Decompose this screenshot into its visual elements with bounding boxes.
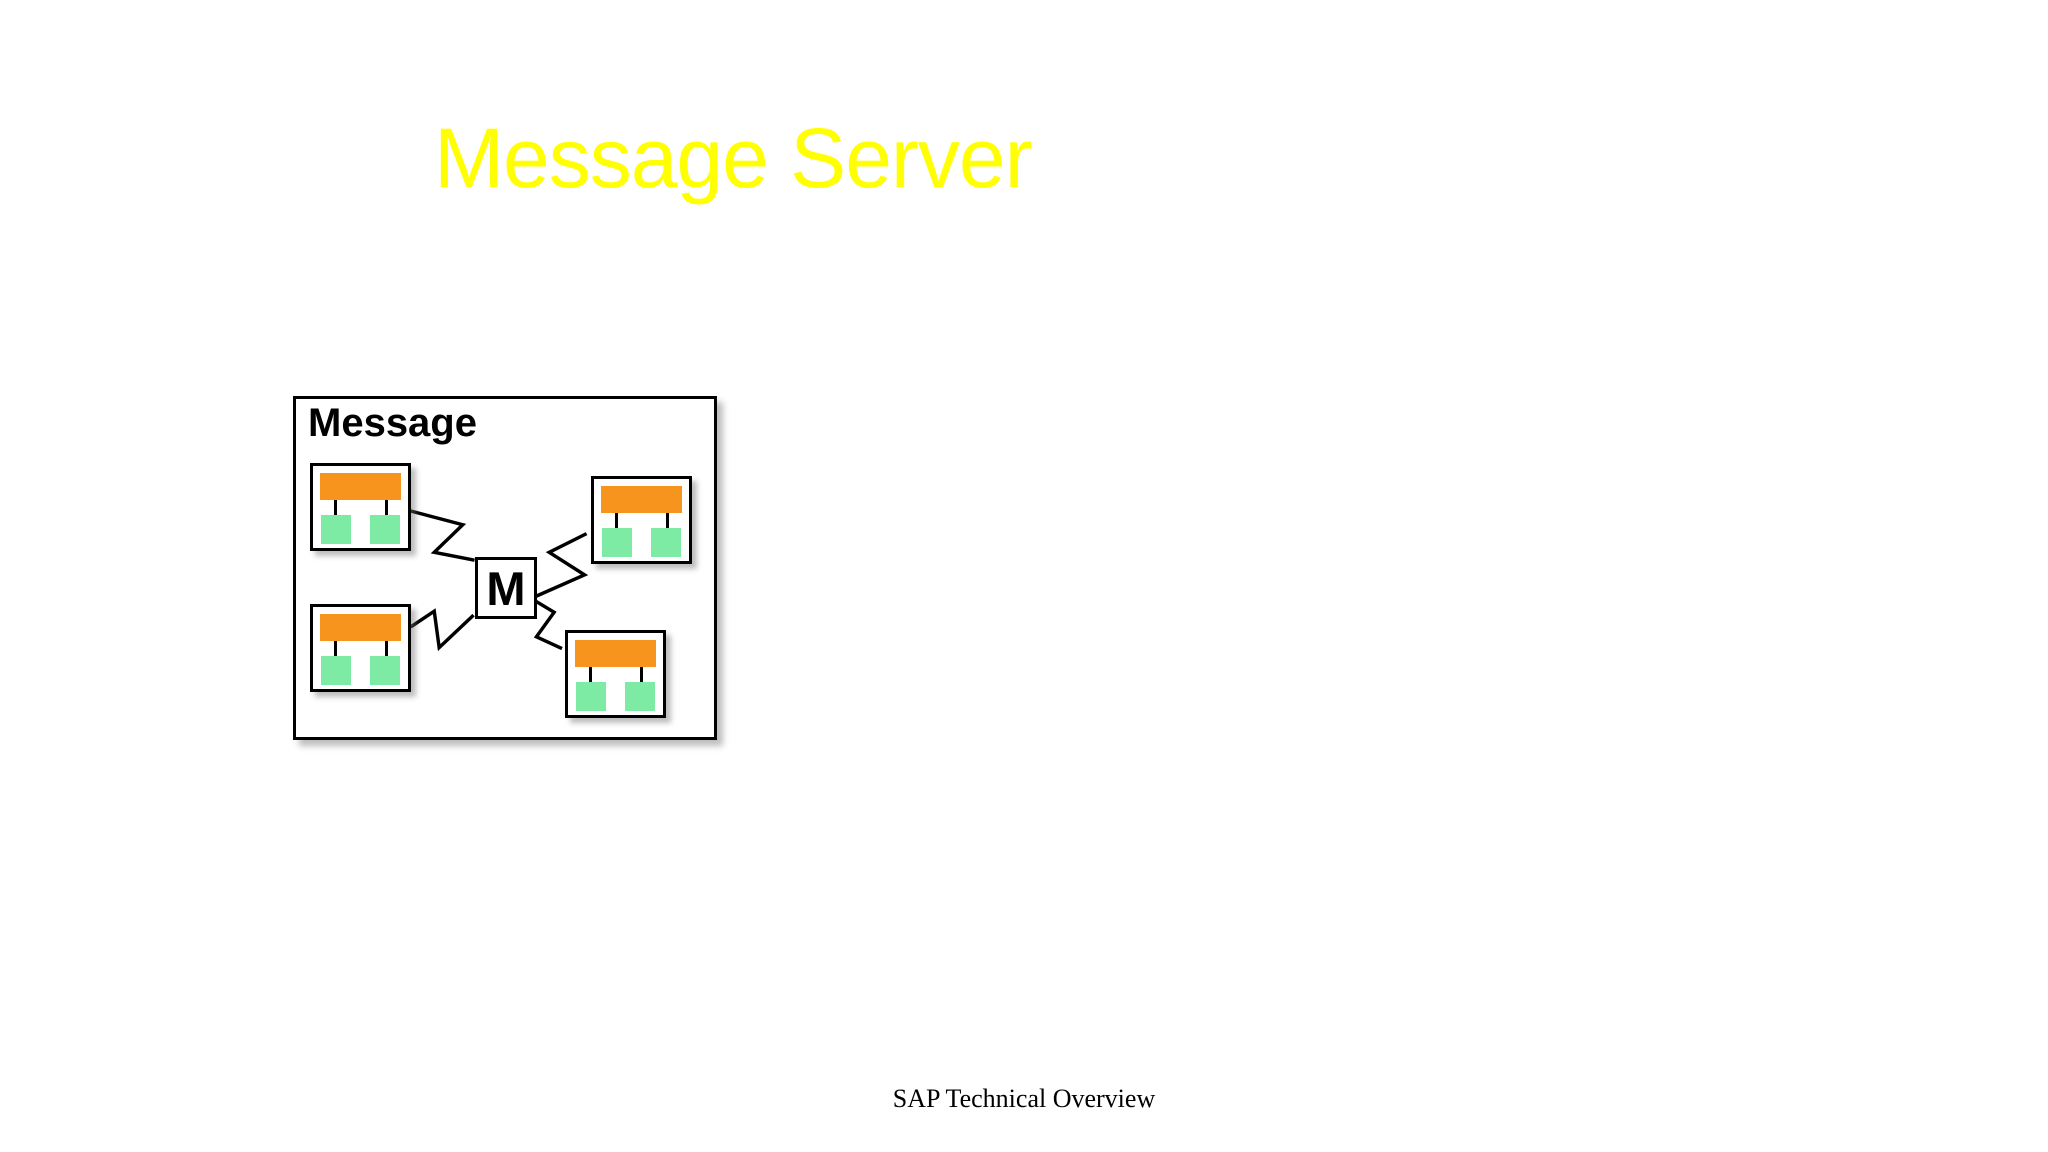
server-link-line (615, 513, 618, 528)
message-server-diagram: Message (293, 396, 717, 740)
server-cpu-bar (575, 640, 656, 667)
work-process-square (321, 656, 351, 685)
zigzag-connector-top-left (410, 509, 475, 562)
app-server-icon (310, 604, 411, 692)
server-link-line (589, 667, 592, 682)
zigzag-connector-bottom-right (533, 598, 563, 651)
app-server-icon (310, 463, 411, 551)
work-process-square (602, 528, 632, 557)
slide-footer: SAP Technical Overview (892, 1084, 1156, 1113)
server-link-line (666, 513, 669, 528)
zigzag-connector-bottom-left (409, 608, 475, 652)
server-link-line (640, 667, 643, 682)
server-link-line (385, 641, 388, 656)
slide-title: Message Server (434, 111, 1033, 205)
server-link-line (334, 641, 337, 656)
server-link-line (385, 500, 388, 515)
work-process-square (651, 528, 681, 557)
work-process-square (576, 682, 606, 711)
work-process-square (370, 656, 400, 685)
server-cpu-bar (601, 486, 682, 513)
app-server-icon (591, 476, 692, 564)
work-process-square (370, 515, 400, 544)
message-server-m-node: M (475, 557, 537, 619)
diagram-label: Message (308, 401, 477, 445)
server-cpu-bar (320, 473, 401, 500)
zigzag-connector-top-right (534, 532, 589, 599)
zigzag-connectors (409, 509, 589, 652)
app-server-icon (565, 630, 666, 718)
server-cpu-bar (320, 614, 401, 641)
work-process-square (625, 682, 655, 711)
work-process-square (321, 515, 351, 544)
server-link-line (334, 500, 337, 515)
